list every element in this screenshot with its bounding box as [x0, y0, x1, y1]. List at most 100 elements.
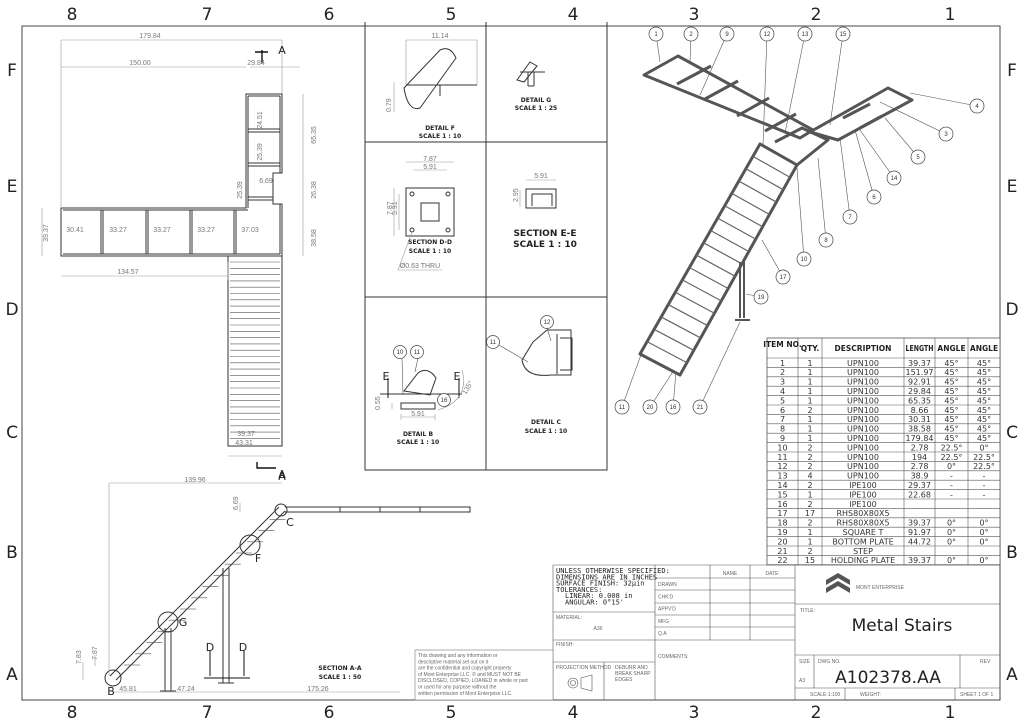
approval-role: APPV'D	[658, 607, 676, 613]
bom-cell: 38.9	[911, 472, 929, 481]
balloon-callout	[938, 126, 954, 142]
zone-column-label: 3	[689, 5, 700, 25]
dimension-label: 26.38	[311, 181, 318, 199]
drawing-title: Metal Stairs	[852, 616, 953, 636]
dimension-label: 39.37	[237, 431, 255, 438]
detail-b-title: DETAIL B	[403, 431, 433, 438]
bom-cell: 92.91	[908, 378, 931, 387]
detail-c-scale: SCALE 1 : 10	[525, 428, 567, 435]
zone-column-label: 6	[324, 5, 335, 25]
zone-row-label: D	[5, 300, 18, 320]
bom-cell: 0°	[979, 556, 988, 565]
section-cut-a-bottom: A	[278, 470, 286, 483]
spec-line: LINEAR: 0.008 in	[565, 592, 632, 600]
dimension-label: 150.00	[129, 60, 151, 67]
balloon-callout	[692, 399, 708, 415]
bom-cell: 151.97	[906, 368, 934, 377]
bom-cell: 39.37	[908, 519, 931, 528]
bom-cell: 21	[777, 547, 787, 556]
bom-cell: UPN100	[847, 462, 879, 471]
bom-cell: 45°	[944, 387, 958, 396]
bom-cell: 22.5°	[941, 453, 963, 462]
sheet-number: SHEET 1 OF 1	[960, 692, 993, 698]
bom-cell: 45°	[977, 425, 991, 434]
bom-cell: IPE100	[849, 481, 877, 490]
stair-step	[724, 205, 763, 228]
bom-cell: 29.37	[908, 481, 931, 490]
bom-cell: 22.5°	[973, 453, 995, 462]
bom-cell: 45°	[944, 434, 958, 443]
bom-cell: RHS80X80X5	[836, 519, 889, 528]
balloon-number: 20	[647, 405, 654, 411]
bom-cell: 0°	[947, 519, 956, 528]
balloon-number: 7	[848, 215, 852, 221]
bom-cell: 12	[777, 462, 787, 471]
balloon-number: 14	[891, 176, 898, 182]
balloon-number: 4	[975, 104, 979, 110]
company-logo-icon	[826, 573, 850, 593]
bom-cell: 45°	[977, 406, 991, 415]
bom-header: QTY.	[801, 344, 820, 353]
bom-cell: 10	[777, 443, 787, 452]
detail-c-title: DETAIL C	[531, 419, 561, 426]
zone-column-label: 2	[811, 5, 822, 25]
bom-header: LENGTH	[906, 344, 934, 353]
balloon-callout	[719, 26, 735, 42]
dimension-label: 5.91	[411, 411, 425, 418]
zone-column-label: 8	[67, 703, 78, 723]
bom-cell: UPN100	[847, 425, 879, 434]
bom-cell: 2	[807, 547, 812, 556]
section-letter-d: D	[206, 641, 214, 654]
balloon-number: 8	[824, 238, 828, 244]
balloon-number: 5	[916, 155, 920, 161]
bom-cell: 22.68	[908, 490, 931, 499]
stair-step	[703, 242, 743, 265]
bom-cell: UPN100	[847, 359, 879, 368]
section-aa-title: SECTION A-A	[318, 665, 361, 672]
confidentiality-notice: or used for any purpose without the	[418, 685, 497, 691]
bom-cell: 0°	[947, 556, 956, 565]
deburr-note: EDGES	[615, 677, 633, 683]
zone-row-label: C	[1006, 423, 1018, 443]
dimension-label: 11.14	[432, 33, 449, 40]
bom-cell: 45°	[944, 368, 958, 377]
bom-cell: 0°	[979, 519, 988, 528]
bom-cell: 2	[807, 406, 812, 415]
dimension-label: 5.91	[534, 173, 548, 180]
scale-value: SCALE:1:100	[810, 692, 841, 698]
zone-row-label: D	[1005, 300, 1018, 320]
bom-header-item-no: ITEM NO.	[763, 340, 802, 349]
bom-cell: 2	[807, 481, 812, 490]
section-dd-title: SECTION D-D	[408, 239, 452, 246]
dimension-label: 6.69	[233, 496, 240, 510]
bom-cell: 2.78	[911, 443, 929, 452]
bom-cell: 38.58	[908, 425, 931, 434]
bom-cell: 0°	[979, 537, 988, 546]
spec-line: UNLESS OTHERWISE SPECIFIED:	[556, 567, 670, 575]
bom-cell: 15	[805, 556, 815, 565]
section-ee-scale: SCALE 1 : 10	[513, 240, 577, 250]
bom-cell: 13	[777, 472, 787, 481]
balloon-number: 13	[802, 32, 809, 38]
bom-cell: 45°	[944, 425, 958, 434]
detail-f-title: DETAIL F	[425, 125, 455, 132]
bom-cell: 45°	[977, 359, 991, 368]
balloon-callout	[866, 189, 882, 205]
bom-cell: 6	[780, 406, 785, 415]
balloon-callout	[437, 393, 451, 407]
section-cut-a-top: A	[278, 44, 286, 57]
bom-cell: 45°	[977, 368, 991, 377]
balloon-number: 15	[840, 32, 847, 38]
detail-f-scale: SCALE 1 : 10	[419, 133, 461, 140]
bom-cell: 8	[780, 425, 785, 434]
bom-cell: 14	[777, 481, 787, 490]
dimension-label: 33.27	[197, 227, 215, 234]
bom-cell: -	[950, 472, 953, 481]
dimension-label: 65.35	[311, 126, 318, 144]
bom-cell: UPN100	[847, 396, 879, 405]
bom-cell: 45°	[944, 415, 958, 424]
drawing-number: A102378.AA	[835, 668, 941, 688]
bom-cell: UPN100	[847, 387, 879, 396]
bom-cell: HOLDING PLATE	[831, 556, 895, 565]
